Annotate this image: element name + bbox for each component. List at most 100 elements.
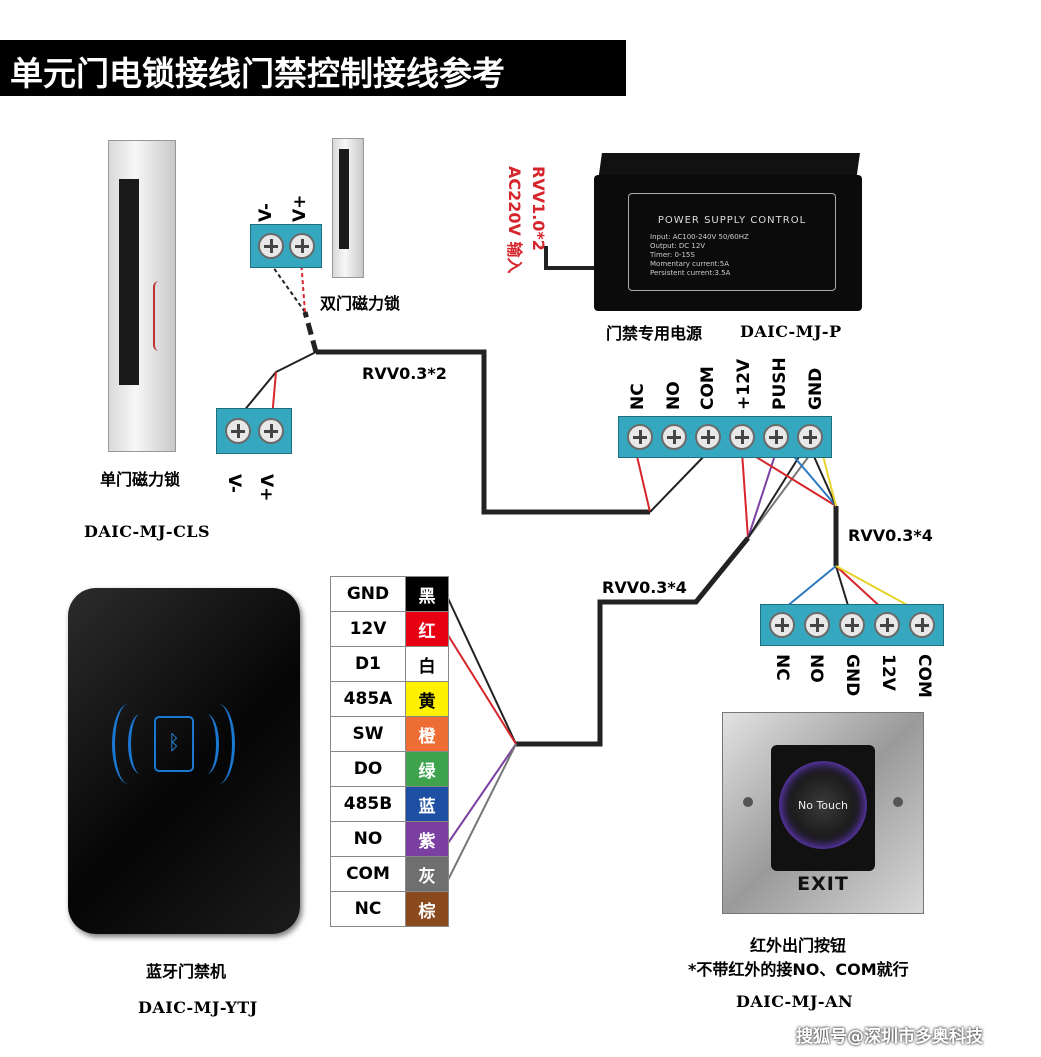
- screw-icon: [763, 424, 789, 450]
- reader-image: ᛒ: [68, 588, 300, 934]
- single-lock-terminal-vplus: V+: [256, 474, 276, 502]
- wire-color-name: 棕: [405, 891, 449, 927]
- psu-model: DAIC-MJ-P: [740, 322, 842, 341]
- lock-cable-main: [316, 349, 650, 515]
- exit-terminal-gnd: GND: [842, 654, 862, 697]
- wire-color-name: 黄: [405, 681, 449, 717]
- wire-signal: GND: [330, 576, 406, 612]
- wire-signal: 12V: [330, 611, 406, 647]
- psu-panel-heading: POWER SUPPLY CONTROL: [657, 215, 807, 226]
- single-lock-image: [108, 140, 176, 452]
- double-lock-image: [332, 138, 364, 278]
- reader-to-gnd: [747, 451, 813, 539]
- screw-icon: [873, 612, 900, 638]
- lock-cable-nc: [635, 451, 651, 513]
- reader-to-gnd-black: [747, 451, 803, 539]
- exit-up-yellow: [821, 451, 837, 507]
- reader-cable-main: [516, 536, 750, 747]
- screw-icon: [627, 424, 653, 450]
- watermark: 搜狐号@深圳市多奥科技: [796, 1027, 983, 1047]
- psu-terminal-push: PUSH: [770, 357, 790, 410]
- wire-color-name: 灰: [405, 856, 449, 892]
- reader-name: 蓝牙门禁机: [146, 962, 227, 981]
- lock-cable-label: RVV0.3*2: [362, 364, 447, 383]
- exit-up-blue: [789, 451, 837, 507]
- single-lock-terminal-vminus: V-: [224, 474, 244, 493]
- wire-color-name: 紫: [405, 821, 449, 857]
- psu-terminal-com: COM: [698, 366, 718, 410]
- power-supply-image: POWER SUPPLY CONTROL Input: AC100-240V 5…: [594, 153, 862, 311]
- single-lock-name: 单门磁力锁: [100, 470, 181, 489]
- exit-button-image: No Touch EXIT: [722, 712, 924, 914]
- screw-icon: [695, 424, 721, 450]
- psu-terminal-plus12v: +12V: [734, 358, 754, 410]
- exit-terminal-com: COM: [914, 654, 934, 698]
- reader-cable-label: RVV0.3*4: [602, 578, 687, 597]
- exit-button-touch-text: No Touch: [797, 799, 849, 812]
- wire-color-name: 红: [405, 611, 449, 647]
- wire-signal: D1: [330, 646, 406, 682]
- screw-icon: [769, 612, 796, 638]
- lock-cable-to-double: [302, 311, 319, 353]
- psu-name: 门禁专用电源: [606, 324, 703, 343]
- screw-icon: [288, 233, 315, 259]
- psu-input-cable: [544, 246, 596, 270]
- double-lock-name: 双门磁力锁: [320, 294, 401, 313]
- title-bar: 单元门电锁接线门禁控制接线参考: [0, 40, 626, 96]
- bluetooth-icon: ᛒ: [154, 716, 194, 772]
- exit-button-plate-text: EXIT: [797, 873, 849, 895]
- screw-icon: [224, 418, 251, 444]
- single-lock-model: DAIC-MJ-CLS: [84, 522, 211, 541]
- reader-to-push: [747, 451, 777, 539]
- screw-icon: [804, 612, 831, 638]
- exit-cable-label: RVV0.3*4: [848, 526, 933, 545]
- wire-color-name: 白: [405, 646, 449, 682]
- double-lock-wire-red: [300, 259, 306, 313]
- reader-to-plus12: [741, 451, 749, 539]
- exit-up-red: [747, 451, 837, 507]
- double-lock-terminal-vminus: V-: [256, 203, 276, 222]
- wire-color-name: 橙: [405, 716, 449, 752]
- reader-wire-gnd: [445, 593, 517, 745]
- screw-icon: [257, 233, 284, 259]
- wire-signal: 485B: [330, 786, 406, 822]
- exit-button-name: 红外出门按钮: [750, 936, 847, 955]
- double-lock-terminal-vplus: V+: [290, 194, 310, 222]
- exit-terminal-block: [760, 604, 944, 646]
- screw-icon: [257, 418, 284, 444]
- double-lock-wire-black: [267, 259, 306, 313]
- reader-wire-com: [445, 743, 517, 885]
- wire-signal: 485A: [330, 681, 406, 717]
- exit-button-model: DAIC-MJ-AN: [736, 992, 854, 1011]
- psu-input-cable-label: RVV1.0*2: [529, 166, 548, 251]
- lock-cable-plus12: [649, 451, 709, 513]
- wire-color-name: 黑: [405, 576, 449, 612]
- page-title: 单元门电锁接线门禁控制接线参考: [10, 54, 505, 93]
- psu-terminal-no: NO: [664, 381, 684, 410]
- psu-terminal-gnd: GND: [806, 367, 826, 410]
- wire-color-name: 绿: [405, 751, 449, 787]
- exit-terminal-no: NO: [806, 654, 826, 683]
- wire-signal: NO: [330, 821, 406, 857]
- reader-wire-no: [445, 743, 517, 847]
- screw-icon: [661, 424, 687, 450]
- exit-terminal-12v: 12V: [878, 654, 898, 691]
- psu-input-label: AC220V 输入: [505, 166, 524, 274]
- exit-up-black: [811, 451, 837, 507]
- reader-model: DAIC-MJ-YTJ: [138, 998, 258, 1017]
- exit-button-note: *不带红外的接NO、COM就行: [688, 960, 909, 979]
- wire-signal: DO: [330, 751, 406, 787]
- screw-icon: [838, 612, 865, 638]
- psu-panel-lines: Input: AC100-240V 50/60HZ Output: DC 12V…: [650, 233, 749, 277]
- wire-signal: SW: [330, 716, 406, 752]
- wire-signal: COM: [330, 856, 406, 892]
